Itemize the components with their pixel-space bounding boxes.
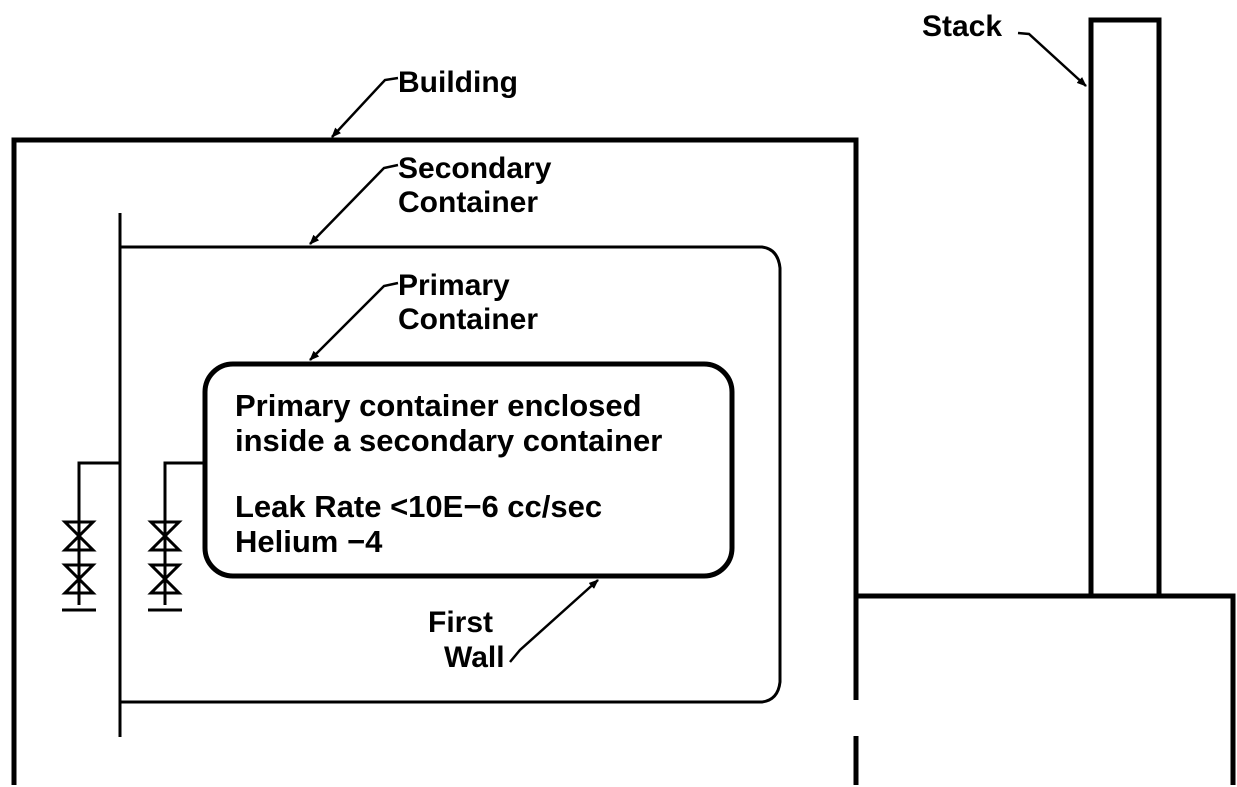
building-label: Building (398, 66, 518, 99)
primary-box-text-line3: Leak Rate <10E−6 cc/sec (235, 489, 602, 524)
primary-box-text-line4: Helium −4 (235, 524, 383, 559)
secondary-leader (309, 163, 399, 245)
primary-box-text-line1: Primary container enclosed (235, 388, 642, 423)
exhaust-duct (856, 17, 1236, 785)
primary-container-wall (202, 361, 735, 579)
building-wall (11, 137, 859, 785)
secondary-container-label-line1: Secondary (398, 152, 552, 185)
secondary-container-label-line2: Container (398, 186, 538, 219)
first-wall-label-line2: Wall (444, 641, 505, 674)
stack-label: Stack (922, 10, 1002, 43)
first-wall-leader (509, 579, 599, 663)
valve-assembly-outer (61, 461, 120, 612)
first-wall-label-line1: First (428, 606, 493, 639)
valve-assembly-inner (147, 461, 205, 612)
primary-leader (309, 281, 399, 361)
stack-leader (1017, 31, 1087, 87)
primary-container-label-line2: Container (398, 303, 538, 336)
secondary-container-wall (120, 245, 782, 704)
primary-container-label-line1: Primary (398, 269, 510, 302)
primary-box-text-line2: inside a secondary container (235, 423, 662, 458)
building-leader (331, 76, 399, 138)
